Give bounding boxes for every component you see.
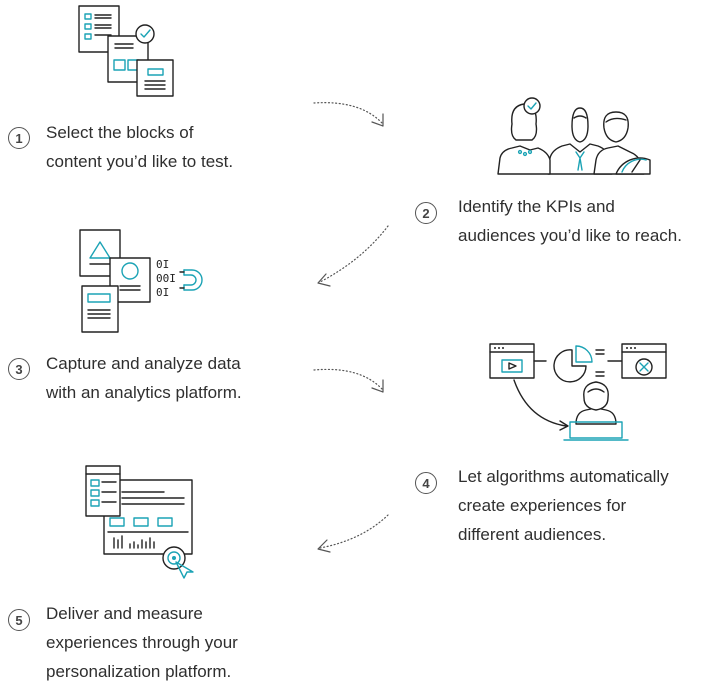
step-number-badge: 4 [415,472,437,494]
svg-text:0I: 0I [156,286,169,299]
step-number-badge: 3 [8,358,30,380]
algorithm-experiences-icon [489,343,667,441]
step-text-line: different audiences. [458,525,607,544]
svg-text:00I: 00I [156,272,176,285]
step-description: Select the blocks of content you’d like … [46,118,233,176]
step-text-line: with an analytics platform. [46,383,242,402]
step-description: Deliver and measure experiences through … [46,599,238,686]
step-number-badge: 5 [8,609,30,631]
step-description: Let algorithms automatically create expe… [458,462,669,549]
step-text-line: audiences you’d like to reach. [458,226,682,245]
step-text-line: Deliver and measure [46,604,203,623]
documents-checkmark-icon [78,5,174,97]
step-text-line: experiences through your [46,633,238,652]
data-magnet-icon: 0I 00I 0I [79,229,203,333]
step-text-line: content you’d like to test. [46,152,234,171]
audience-gauge-icon [497,97,651,175]
step-text-line: Let algorithms automatically [458,467,669,486]
dashboard-target-icon [85,465,194,579]
step-number-badge: 1 [8,127,30,149]
step-number-badge: 2 [415,202,437,224]
step-text-line: create experiences for [458,496,627,515]
step-text-line: Select the blocks of [46,123,194,142]
svg-text:0I: 0I [156,258,169,271]
step-text-line: Capture and analyze data [46,354,241,373]
step-description: Identify the KPIs and audiences you’d li… [458,192,682,250]
step-text-line: personalization platform. [46,662,232,681]
step-description: Capture and analyze data with an analyti… [46,349,242,407]
step-text-line: Identify the KPIs and [458,197,615,216]
